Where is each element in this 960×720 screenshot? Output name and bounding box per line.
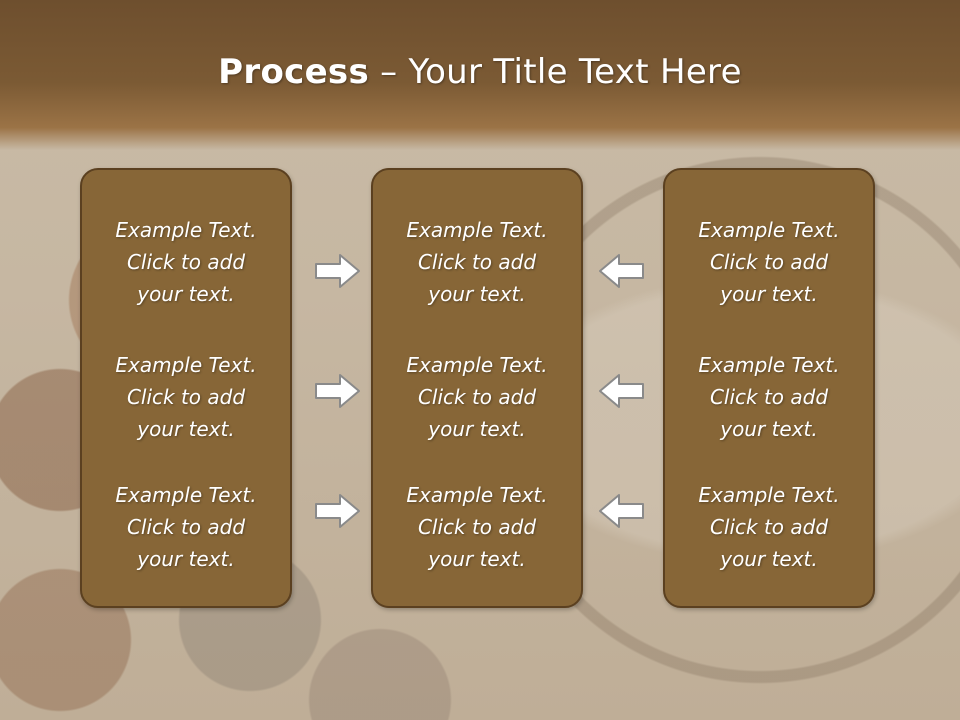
text-item-right-2[interactable]: Example Text. Click to add your text. [698, 353, 840, 441]
process-box-center[interactable]: Example Text. Click to add your text. Ex… [371, 168, 583, 608]
text-item-center-2[interactable]: Example Text. Click to add your text. [406, 353, 548, 441]
arrow-right-icon [315, 374, 360, 408]
process-box-right[interactable]: Example Text. Click to add your text. Ex… [663, 168, 875, 608]
text-item-right-3[interactable]: Example Text. Click to add your text. [698, 483, 840, 571]
title-band [0, 0, 960, 150]
arrow-left-icon [599, 374, 644, 408]
title-bold: Process [218, 52, 370, 92]
text-item-right-1[interactable]: Example Text. Click to add your text. [698, 218, 840, 306]
arrow-right-icon [315, 254, 360, 288]
arrow-left-icon [599, 494, 644, 528]
title-rest: – Your Title Text Here [369, 52, 742, 92]
text-item-center-3[interactable]: Example Text. Click to add your text. [406, 483, 548, 571]
process-box-left[interactable]: Example Text. Click to add your text. Ex… [80, 168, 292, 608]
text-item-left-3[interactable]: Example Text. Click to add your text. [115, 483, 257, 571]
text-item-center-1[interactable]: Example Text. Click to add your text. [406, 218, 548, 306]
slide-title[interactable]: Process – Your Title Text Here [0, 52, 960, 92]
text-item-left-2[interactable]: Example Text. Click to add your text. [115, 353, 257, 441]
arrow-left-icon [599, 254, 644, 288]
text-item-left-1[interactable]: Example Text. Click to add your text. [115, 218, 257, 306]
arrow-right-icon [315, 494, 360, 528]
